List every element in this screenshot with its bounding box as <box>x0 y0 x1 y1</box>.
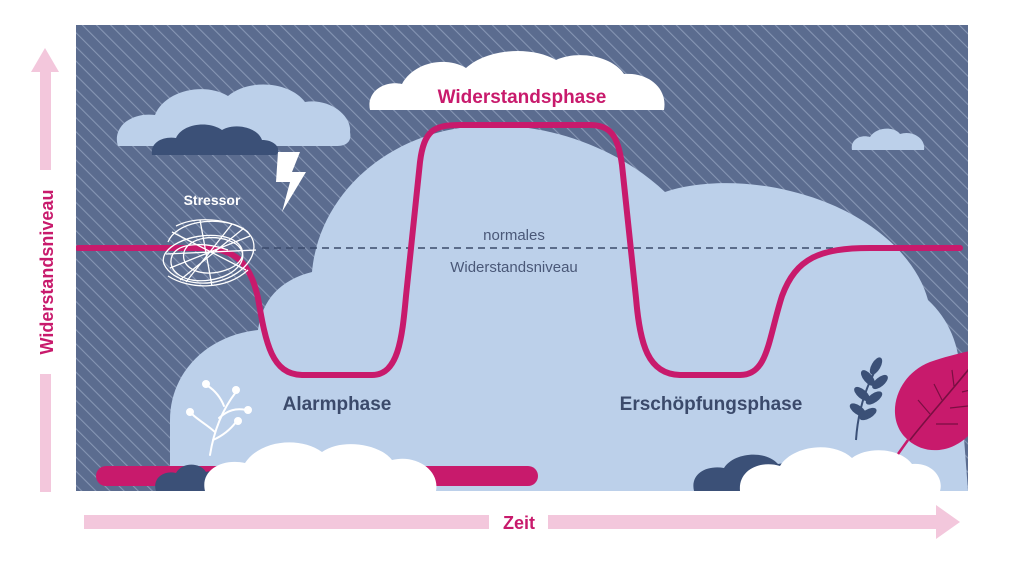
y-axis <box>31 48 59 492</box>
resistance-curve <box>76 122 963 378</box>
bottom-right-white-cloud <box>739 447 941 491</box>
resistance-phase-label: Widerstandsphase <box>438 87 607 108</box>
big-cloud-shape <box>170 125 968 491</box>
normal-level-label-line1: normales <box>483 227 545 244</box>
stressor-label: Stressor <box>184 192 241 208</box>
leaf-icon <box>894 351 968 455</box>
alarm-phase-label: Alarmphase <box>283 394 392 415</box>
exhaustion-phase-label: Erschöpfungsphase <box>620 394 803 415</box>
top-white-cloud <box>369 50 665 110</box>
x-axis-label: Zeit <box>503 513 535 533</box>
berry-branch-icon <box>186 380 252 456</box>
scribble-icon <box>162 219 257 287</box>
x-axis <box>84 505 960 539</box>
lightning-bolt-icon <box>276 152 306 212</box>
small-right-cloud <box>851 128 925 150</box>
top-left-cloud <box>116 84 351 146</box>
y-axis-label: Widerstandsniveau <box>37 190 57 355</box>
normal-level-label-line2: Widerstandsniveau <box>450 259 578 276</box>
storm-cloud <box>151 124 279 155</box>
bottom-left-white-cloud <box>204 442 437 491</box>
plant-sprig-icon <box>849 357 888 441</box>
